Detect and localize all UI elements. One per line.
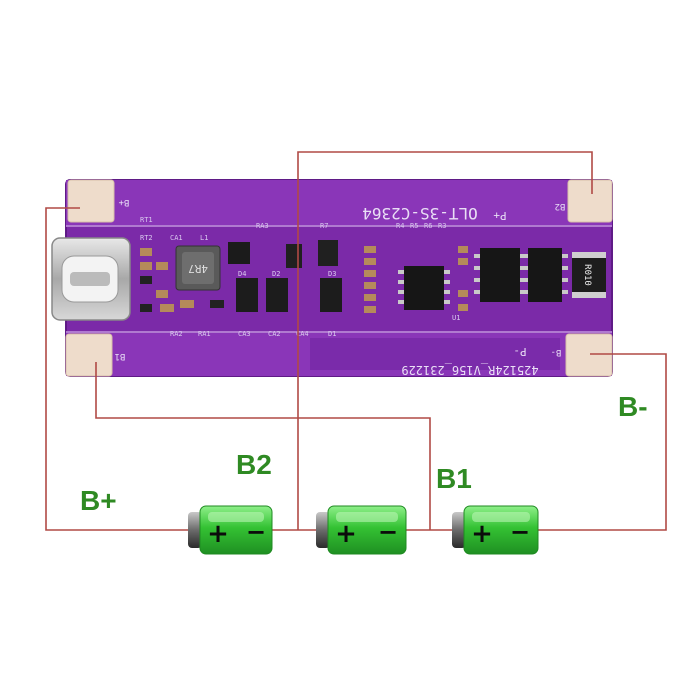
designator-r4: R4 [396, 222, 404, 230]
wires [45, 151, 667, 531]
wire-b-minus [530, 353, 667, 531]
designator-d1: D1 [328, 330, 336, 338]
designator-ra1: RA1 [198, 330, 211, 338]
mosfet-2 [522, 248, 568, 302]
pad-b-plus-silk: B+ [118, 197, 129, 207]
wire-b1 [95, 362, 431, 530]
pcb-board: OLT-3S-C2364 425124R_V156_231229 P+ P- B… [51, 179, 613, 377]
inductor-4r7: 4R7 [175, 245, 221, 291]
designator-ra3: RA3 [256, 222, 269, 230]
label-b-minus: B- [618, 391, 648, 422]
designator-ca4: CA4 [296, 330, 309, 338]
svg-text:−: − [378, 518, 398, 546]
svg-text:−: − [510, 518, 530, 546]
wire-b-plus [45, 207, 200, 531]
designator-r7: R7 [320, 222, 328, 230]
designator-rt2: RT2 [140, 234, 153, 242]
svg-text:+: + [471, 519, 493, 549]
pcb-top-strip [66, 180, 612, 226]
designator-ra2: RA2 [170, 330, 183, 338]
battery-cell-1: + − [188, 505, 273, 555]
label-b1: B1 [436, 463, 472, 494]
pad-b-minus [565, 333, 613, 377]
pad-b-minus-silk: B- [551, 347, 562, 357]
p-minus-label: P- [513, 345, 526, 358]
designator-r3: R3 [438, 222, 446, 230]
p-plus-label: P+ [493, 209, 507, 222]
pad-b1-silk: B1 [115, 351, 126, 361]
label-b-plus: B+ [80, 485, 117, 516]
svg-text:4R7: 4R7 [188, 262, 208, 275]
label-b2: B2 [236, 449, 272, 480]
board-model-label: OLT-3S-C2364 [362, 204, 478, 223]
pad-b2 [567, 179, 613, 223]
component-designators: RT1 RT2 CA1 RA3 L1 RA1 RA2 CA3 CA4 CA2 D… [140, 216, 460, 338]
designator-u1: U1 [452, 314, 460, 322]
board-version-label: 425124R_V156_231229 [401, 363, 538, 377]
svg-text:+: + [335, 519, 357, 549]
designator-r6: R6 [424, 222, 432, 230]
sense-resistor-r010: R010 [572, 252, 606, 298]
designator-d2: D2 [272, 270, 280, 278]
pad-b1 [65, 333, 113, 377]
protection-ic-1 [398, 266, 450, 310]
designator-l1: L1 [200, 234, 208, 242]
designator-ca3: CA3 [238, 330, 251, 338]
designator-d3: D3 [328, 270, 336, 278]
wire-b2 [297, 151, 593, 530]
designator-ca1: CA1 [170, 234, 183, 242]
pad-b2-silk: B2 [555, 201, 566, 211]
svg-text:−: − [246, 518, 266, 546]
battery-cell-2: + − [316, 505, 407, 555]
usb-c-port [51, 237, 131, 321]
designator-d4: D4 [238, 270, 246, 278]
designator-r5: R5 [410, 222, 418, 230]
pad-b-plus [67, 179, 115, 223]
designator-rt1: RT1 [140, 216, 153, 224]
svg-text:+: + [207, 519, 229, 549]
battery-cell-3: + − [452, 505, 539, 555]
svg-text:R010: R010 [582, 264, 592, 286]
mosfet-1 [474, 248, 526, 302]
designator-ca2: CA2 [268, 330, 281, 338]
